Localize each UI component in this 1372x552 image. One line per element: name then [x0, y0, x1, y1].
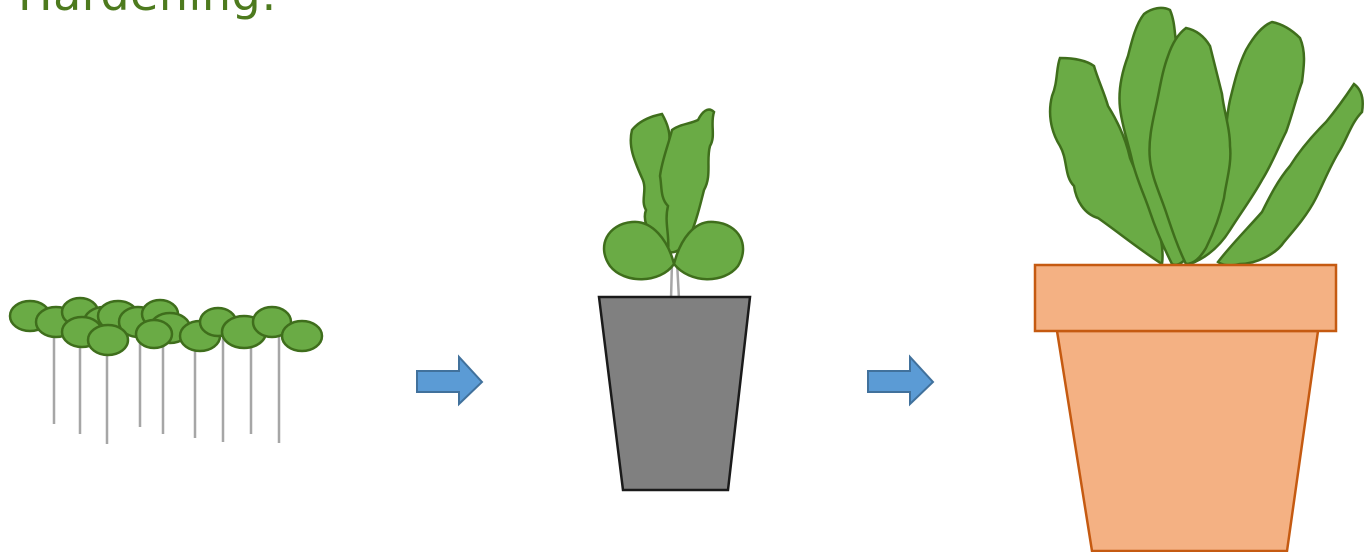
seedling-tray-icon	[8, 296, 324, 444]
leaf-center	[1148, 26, 1232, 266]
large-pot-rim	[1033, 263, 1338, 333]
small-pot	[597, 295, 752, 492]
seedling-leaf	[280, 319, 324, 353]
cotyledon-right	[672, 220, 745, 281]
cotyledon-left	[602, 220, 676, 281]
arrow-right-icon	[867, 354, 935, 407]
potted-seedling-icon	[597, 108, 752, 492]
potted-plant-icon	[1033, 6, 1364, 552]
large-pot-body	[1055, 329, 1320, 552]
seedling-leaf	[86, 323, 130, 357]
seedling-leaf	[134, 318, 174, 350]
page-title: Hardening:	[18, 0, 277, 22]
seedling-leaf	[251, 305, 293, 339]
arrow-right-icon	[416, 354, 484, 407]
true-leaf-right	[658, 108, 716, 254]
leaf-far-right	[1216, 82, 1364, 267]
